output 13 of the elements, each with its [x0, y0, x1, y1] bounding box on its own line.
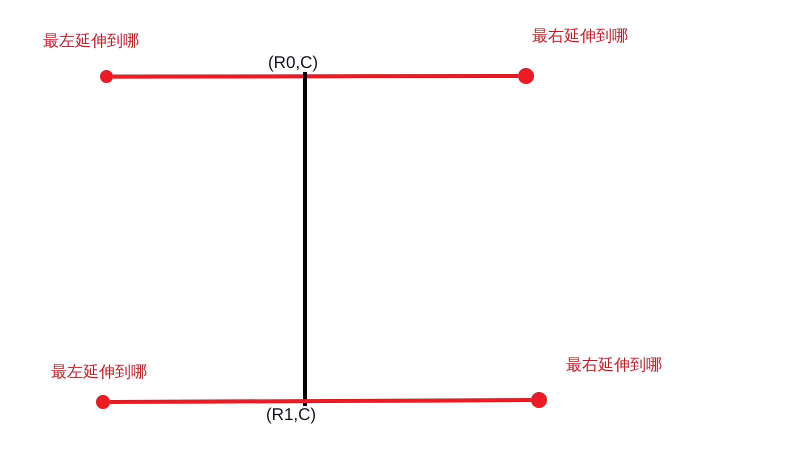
connector-line — [113, 74, 518, 78]
endpoint-dot — [100, 70, 113, 83]
coordinate-label: (R1,C) — [266, 406, 316, 424]
connector-line — [110, 398, 531, 404]
annotation-text: 最右延伸到哪 — [532, 27, 628, 45]
connector-line — [303, 72, 307, 406]
coordinate-label: (R0,C) — [268, 54, 318, 72]
endpoint-dot — [518, 68, 534, 84]
annotation-text: 最左延伸到哪 — [51, 363, 147, 381]
annotation-text: 最左延伸到哪 — [43, 32, 139, 50]
endpoint-dot — [96, 395, 110, 409]
endpoint-dot — [531, 392, 547, 408]
annotation-text: 最右延伸到哪 — [566, 356, 662, 374]
